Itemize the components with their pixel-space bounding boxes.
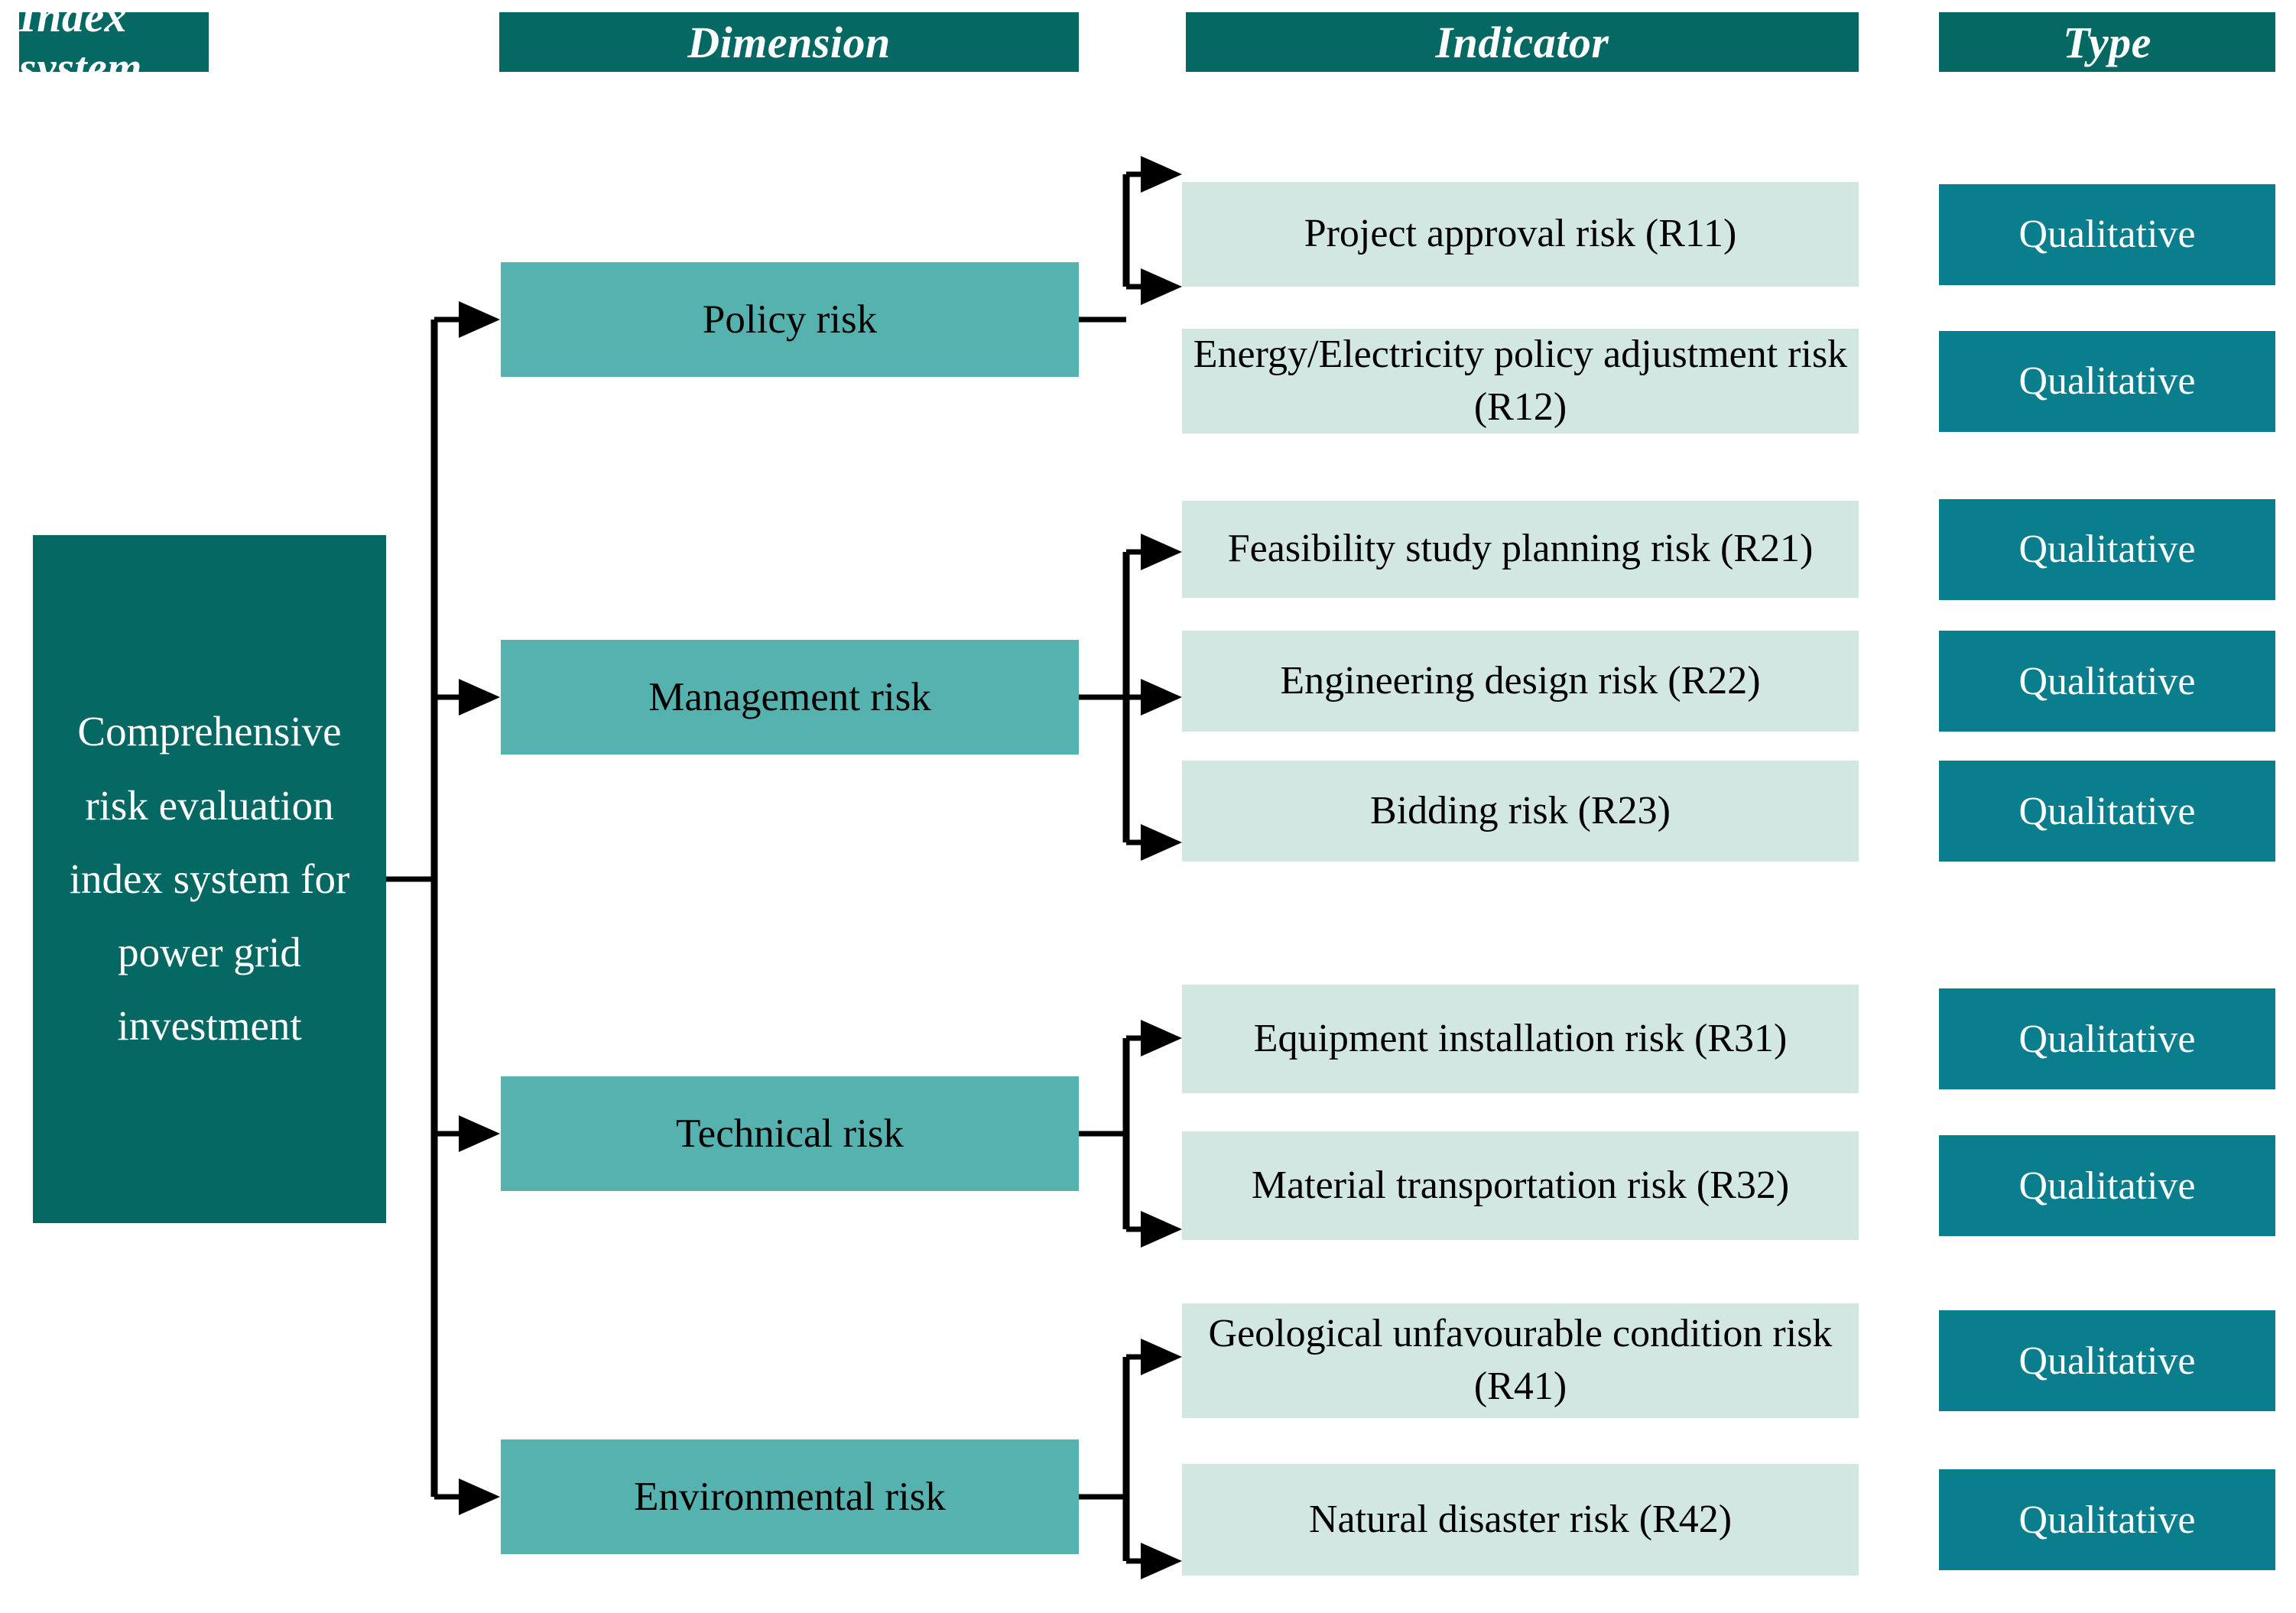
- dimension-node-policy[interactable]: Policy risk: [501, 262, 1079, 377]
- type-node-r23[interactable]: Qualitative: [1939, 761, 2275, 862]
- indicator-node-r42[interactable]: Natural disaster risk (R42): [1182, 1464, 1859, 1576]
- type-label-r12: Qualitative: [2018, 359, 2196, 403]
- type-label-r31: Qualitative: [2018, 1017, 2196, 1061]
- type-label-r22: Qualitative: [2018, 659, 2196, 703]
- header-type: Type: [1939, 12, 2275, 72]
- indicator-label-r12: Energy/Electricity policy adjustment ris…: [1193, 332, 1848, 429]
- type-node-r11[interactable]: Qualitative: [1939, 183, 2275, 285]
- header-indicator-label: Indicator: [1435, 17, 1609, 67]
- arrowhead-management: [459, 679, 500, 716]
- arrowhead-r23: [1141, 824, 1182, 861]
- type-label-r42: Qualitative: [2018, 1498, 2196, 1542]
- type-node-r32[interactable]: Qualitative: [1939, 1135, 2275, 1236]
- root-node[interactable]: Comprehensive risk evaluation index syst…: [33, 535, 386, 1223]
- type-node-r22[interactable]: Qualitative: [1939, 631, 2275, 732]
- indicator-label-r31: Equipment installation risk (R31): [1253, 1016, 1788, 1060]
- arrowhead-policy: [459, 301, 500, 338]
- type-node-r31[interactable]: Qualitative: [1939, 988, 2275, 1089]
- header-type-label: Type: [2063, 17, 2151, 67]
- arrowhead-r22: [1141, 679, 1182, 716]
- root-node-label: Comprehensive risk evaluation index syst…: [69, 708, 350, 1050]
- arrowhead-r31: [1141, 1020, 1182, 1056]
- header-dimension: Dimension: [499, 12, 1079, 72]
- dimension-label-environmental: Environmental risk: [634, 1475, 946, 1519]
- indicator-label-r21: Feasibility study planning risk (R21): [1227, 527, 1814, 571]
- type-label-r11: Qualitative: [2018, 213, 2196, 256]
- arrowhead-r12: [1141, 268, 1182, 305]
- indicator-node-r12[interactable]: Energy/Electricity policy adjustment ris…: [1182, 329, 1859, 433]
- indicator-node-r41[interactable]: Geological unfavourable condition risk (…: [1182, 1303, 1859, 1418]
- dimension-label-technical: Technical risk: [676, 1112, 904, 1156]
- indicator-node-r11[interactable]: Project approval risk (R11): [1182, 182, 1859, 287]
- arrowhead-r21: [1141, 534, 1182, 570]
- type-label-r41: Qualitative: [2018, 1339, 2196, 1383]
- type-node-r12[interactable]: Qualitative: [1939, 330, 2275, 432]
- type-node-r42[interactable]: Qualitative: [1939, 1469, 2275, 1570]
- indicator-label-r32: Material transportation risk (R32): [1251, 1163, 1790, 1207]
- header-dimension-label: Dimension: [687, 17, 891, 67]
- type-label-r23: Qualitative: [2018, 789, 2196, 833]
- dimension-label-management: Management risk: [648, 675, 931, 719]
- indicator-label-r23: Bidding risk (R23): [1370, 788, 1671, 832]
- arrowhead-environmental: [459, 1478, 500, 1515]
- arrowhead-technical: [459, 1115, 500, 1152]
- indicator-label-r11: Project approval risk (R11): [1304, 212, 1737, 256]
- type-node-r41[interactable]: Qualitative: [1939, 1310, 2275, 1411]
- indicator-label-r41: Geological unfavourable condition risk (…: [1208, 1312, 1833, 1408]
- indicator-label-r42: Natural disaster risk (R42): [1308, 1497, 1733, 1541]
- dimension-node-management[interactable]: Management risk: [501, 640, 1079, 755]
- dimension-label-policy: Policy risk: [702, 297, 878, 342]
- indicator-node-r23[interactable]: Bidding risk (R23): [1182, 761, 1859, 862]
- header-index-system: Index system: [19, 0, 209, 92]
- header-index-system-label: Index system: [19, 0, 142, 92]
- indicator-node-r21[interactable]: Feasibility study planning risk (R21): [1182, 501, 1859, 598]
- indicator-node-r31[interactable]: Equipment installation risk (R31): [1182, 985, 1859, 1093]
- dimension-node-environmental[interactable]: Environmental risk: [501, 1439, 1079, 1554]
- type-label-r32: Qualitative: [2018, 1164, 2196, 1208]
- indicator-node-r22[interactable]: Engineering design risk (R22): [1182, 631, 1859, 732]
- dimension-node-technical[interactable]: Technical risk: [501, 1076, 1079, 1191]
- indicator-label-r22: Engineering design risk (R22): [1280, 658, 1761, 703]
- header-indicator: Indicator: [1186, 12, 1859, 72]
- arrowhead-r42: [1141, 1543, 1182, 1579]
- arrowhead-r11: [1141, 156, 1182, 193]
- type-node-r21[interactable]: Qualitative: [1939, 498, 2275, 600]
- arrowhead-r41: [1141, 1339, 1182, 1375]
- type-label-r21: Qualitative: [2018, 527, 2196, 571]
- indicator-node-r32[interactable]: Material transportation risk (R32): [1182, 1131, 1859, 1240]
- arrowhead-r32: [1141, 1211, 1182, 1248]
